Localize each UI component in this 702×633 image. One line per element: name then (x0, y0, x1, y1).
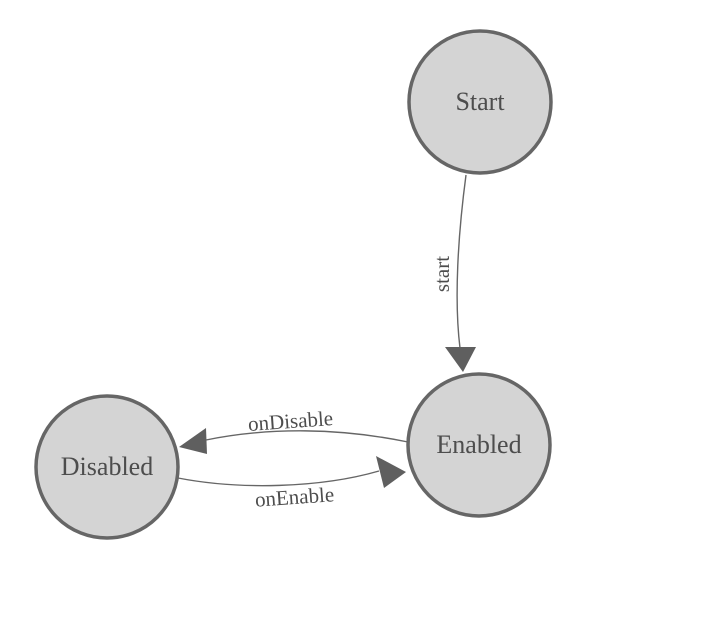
edge-start-to-enabled: start (430, 174, 476, 372)
edge-line-enabled-to-disabled[interactable] (205, 430, 409, 443)
edge-line-disabled-to-enabled[interactable] (177, 470, 380, 487)
arrowhead-right-icon (376, 456, 406, 488)
node-disabled[interactable]: Disabled (34, 394, 180, 540)
edge-label-onenable: onEnable (254, 482, 335, 511)
arrowhead-left-icon (179, 428, 207, 454)
node-start[interactable]: Start (407, 29, 553, 175)
edge-line-start-to-enabled[interactable] (456, 174, 467, 349)
node-enabled[interactable]: Enabled (406, 372, 552, 518)
node-disabled-circle[interactable] (34, 394, 180, 540)
node-start-label: Start (455, 87, 505, 116)
edge-label-start: start (430, 256, 454, 292)
node-enabled-label: Enabled (436, 430, 521, 459)
arrowhead-down-icon (445, 347, 476, 372)
node-start-circle[interactable] (407, 29, 553, 175)
node-disabled-label: Disabled (61, 452, 153, 481)
edge-enabled-to-disabled: onDisable (179, 406, 409, 454)
edge-label-ondisable: onDisable (247, 406, 334, 436)
node-enabled-circle[interactable] (406, 372, 552, 518)
edge-disabled-to-enabled: onEnable (177, 456, 406, 512)
